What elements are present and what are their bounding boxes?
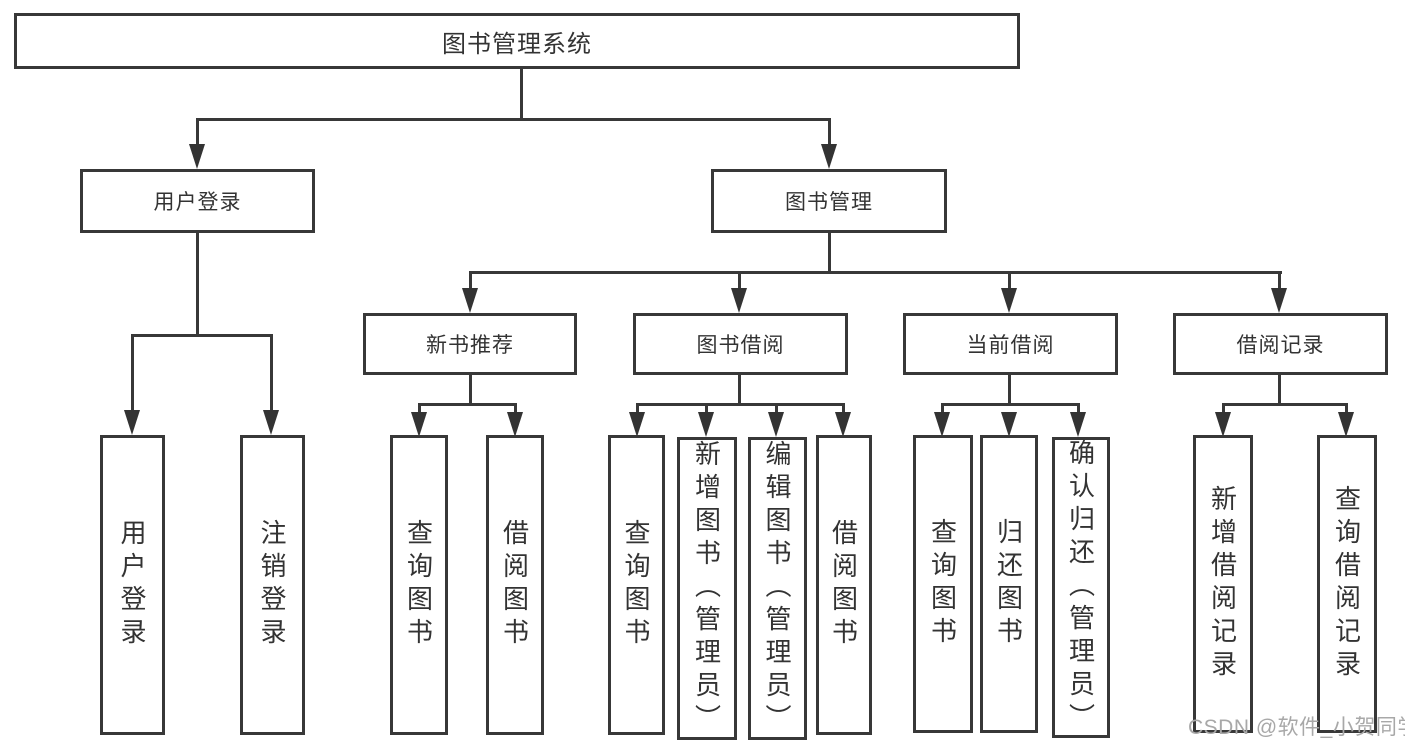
arrow-down-icon xyxy=(731,288,747,313)
leaf-add-borrow-record: 新增借阅记录 xyxy=(1193,435,1253,733)
leaf-borrow-books: 借阅图书 xyxy=(486,435,544,735)
leaf-query-books: 查询图书 xyxy=(608,435,665,735)
arrow-down-icon xyxy=(507,412,523,437)
connector xyxy=(514,403,517,415)
leaf-label: 确认归还（管理员） xyxy=(1065,439,1096,736)
arrow-down-icon xyxy=(263,410,279,435)
connector xyxy=(131,334,134,412)
leaf-label: 用户登录 xyxy=(117,519,147,651)
node-label: 图书管理系统 xyxy=(442,30,592,58)
leaf-confirm-return-admin: 确认归还（管理员） xyxy=(1052,437,1110,738)
arrow-down-icon xyxy=(835,412,851,437)
leaf-label: 注销登录 xyxy=(257,519,287,651)
connector xyxy=(469,271,472,291)
node-user-login: 用户登录 xyxy=(80,169,315,233)
node-library-management-system: 图书管理系统 xyxy=(14,13,1020,69)
connector xyxy=(636,403,845,406)
connector xyxy=(1278,271,1281,291)
leaf-query-books: 查询图书 xyxy=(913,435,973,733)
node-label: 用户登录 xyxy=(153,191,242,214)
leaf-query-borrow-record: 查询借阅记录 xyxy=(1317,435,1377,733)
leaf-user-login: 用户登录 xyxy=(100,435,165,735)
leaf-label: 借阅图书 xyxy=(828,519,859,651)
connector xyxy=(418,403,421,415)
arrow-down-icon xyxy=(1070,412,1086,437)
leaf-add-book-admin: 新增图书（管理员） xyxy=(677,437,737,740)
connector xyxy=(738,271,741,291)
arrow-down-icon xyxy=(1271,288,1287,313)
leaf-edit-book-admin: 编辑图书（管理员） xyxy=(748,437,807,740)
leaf-query-books: 查询图书 xyxy=(390,435,448,735)
arrow-down-icon xyxy=(1338,412,1354,437)
connector xyxy=(270,334,273,412)
connector xyxy=(1008,375,1011,405)
leaf-label: 新增借阅记录 xyxy=(1207,485,1238,683)
connector xyxy=(196,233,199,336)
arrow-down-icon xyxy=(411,412,427,437)
node-label: 当前借阅 xyxy=(966,334,1055,357)
connector xyxy=(1222,403,1348,406)
connector xyxy=(1222,403,1225,415)
node-new-book-recommendation: 新书推荐 xyxy=(363,313,577,375)
connector xyxy=(1008,271,1011,291)
connector xyxy=(196,118,831,121)
arrow-down-icon xyxy=(629,412,645,437)
leaf-label: 新增图书（管理员） xyxy=(691,440,722,737)
arrow-down-icon xyxy=(1001,288,1017,313)
connector xyxy=(705,403,708,415)
node-label: 图书借阅 xyxy=(696,334,785,357)
connector xyxy=(941,403,1080,406)
node-current-borrowing: 当前借阅 xyxy=(903,313,1118,375)
csdn-watermark: CSDN @软件_小贺同学 xyxy=(1188,716,1405,739)
node-label: 新书推荐 xyxy=(426,334,514,357)
connector xyxy=(131,334,273,337)
connector xyxy=(1345,403,1348,415)
connector xyxy=(1278,375,1281,405)
arrow-down-icon xyxy=(698,412,714,437)
leaf-return-books: 归还图书 xyxy=(980,435,1038,733)
node-label: 图书管理 xyxy=(785,191,873,214)
connector xyxy=(418,403,517,406)
arrow-down-icon xyxy=(934,412,950,437)
arrow-down-icon xyxy=(768,412,784,437)
leaf-label: 编辑图书（管理员） xyxy=(762,440,792,737)
connector xyxy=(828,118,831,148)
node-label: 借阅记录 xyxy=(1236,334,1325,357)
node-book-management: 图书管理 xyxy=(711,169,947,233)
connector xyxy=(636,403,639,415)
connector xyxy=(196,118,199,148)
leaf-borrow-books: 借阅图书 xyxy=(816,435,872,735)
node-borrowing-records: 借阅记录 xyxy=(1173,313,1388,375)
connector xyxy=(738,375,741,405)
connector xyxy=(1077,403,1080,415)
leaf-label: 查询图书 xyxy=(927,518,958,650)
leaf-label: 查询图书 xyxy=(403,519,434,651)
arrow-down-icon xyxy=(124,410,140,435)
arrow-down-icon xyxy=(189,144,205,169)
leaf-logout: 注销登录 xyxy=(240,435,305,735)
leaf-label: 查询图书 xyxy=(621,519,651,651)
arrow-down-icon xyxy=(462,288,478,313)
node-book-borrowing: 图书借阅 xyxy=(633,313,848,375)
connector xyxy=(469,271,1282,274)
leaf-label: 查询借阅记录 xyxy=(1331,485,1362,683)
connector xyxy=(520,69,523,119)
arrow-down-icon xyxy=(1215,412,1231,437)
connector xyxy=(941,403,944,415)
connector xyxy=(842,403,845,415)
connector xyxy=(469,375,472,405)
connector xyxy=(775,403,778,415)
leaf-label: 归还图书 xyxy=(993,518,1024,650)
arrow-down-icon xyxy=(821,144,837,169)
arrow-down-icon xyxy=(1001,412,1017,437)
connector xyxy=(828,233,831,273)
leaf-label: 借阅图书 xyxy=(499,519,530,651)
